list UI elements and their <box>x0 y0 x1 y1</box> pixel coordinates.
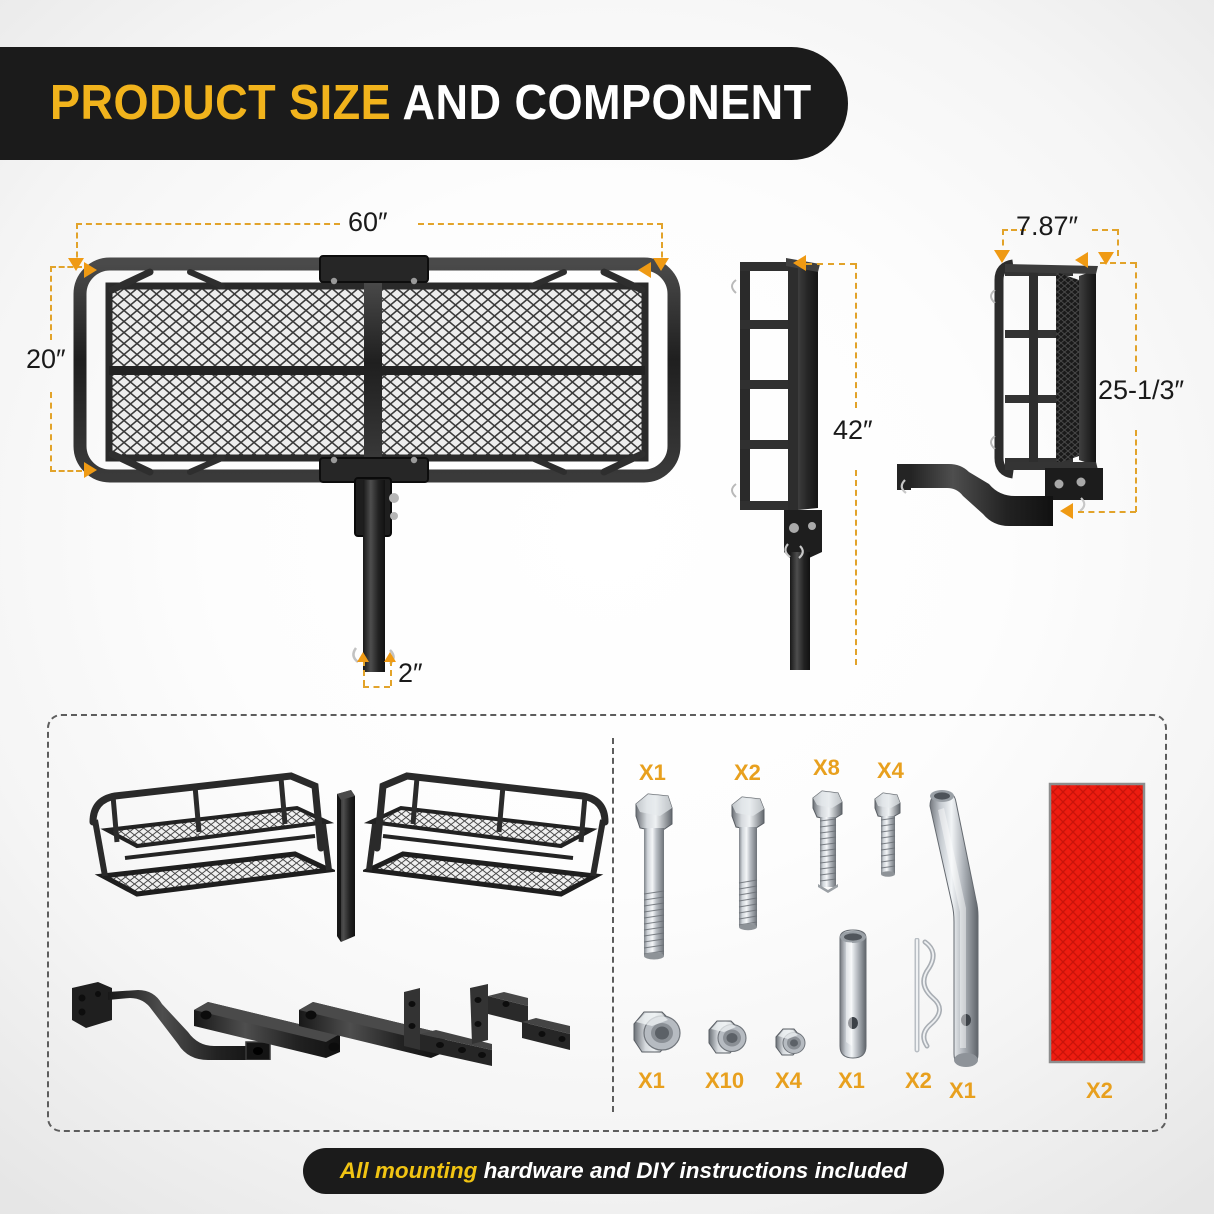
arrow-depth-right-left <box>1075 252 1088 268</box>
angle-bracket-b <box>466 984 576 1064</box>
count-hex-bolt-long: X1 <box>639 760 666 785</box>
count-flange-nut-medium: X10 <box>705 1068 745 1093</box>
dimension-label-folded: 25-1/3″ <box>1098 375 1185 405</box>
title-highlight: PRODUCT SIZE <box>50 76 392 130</box>
dimension-label-depth: 7.87″ <box>1016 211 1079 241</box>
dimension-label-width: 60″ <box>348 207 388 237</box>
panel-divider <box>612 738 614 1112</box>
arrow-shank-right-up <box>384 652 396 662</box>
arrow-width-left-down <box>68 258 84 271</box>
angle-bracket-a <box>400 988 500 1068</box>
dimension-line-width-left <box>76 223 340 225</box>
cargo-carrier-rear-view-folded <box>893 250 1133 530</box>
arrow-shank-left-up <box>357 652 369 662</box>
title-rest: AND COMPONENT <box>391 76 812 130</box>
hitch-pin-short <box>836 928 870 1060</box>
components-panel <box>47 714 1167 1132</box>
curved-shank-arm <box>68 980 273 1061</box>
basket-half-right <box>360 758 613 918</box>
count-hex-bolt-short: X8 <box>813 755 840 780</box>
flange-nut-large <box>628 1008 686 1060</box>
dimension-line-42-upper <box>855 263 857 408</box>
arrow-width-right-left <box>638 262 651 278</box>
count-hitch-pin-short: X1 <box>838 1068 865 1093</box>
dimension-line-shank-right <box>390 660 392 686</box>
arrow-folded-top-down <box>1098 252 1114 265</box>
dimension-tick-width-right <box>661 223 663 267</box>
dimension-line-height-b <box>50 392 52 472</box>
hex-bolt-short <box>808 788 848 896</box>
dimension-tick-folded-top <box>1100 262 1136 264</box>
dimension-line-width-right <box>418 223 663 225</box>
dimension-tick-height-top <box>50 266 82 268</box>
count-flange-nut-small: X4 <box>775 1068 802 1093</box>
dimension-tick-42-top <box>806 263 856 265</box>
page-title: PRODUCT SIZE AND COMPONENT <box>50 79 812 128</box>
bent-hitch-pin <box>922 788 1002 1070</box>
dimension-line-42-lower <box>855 470 857 665</box>
cargo-carrier-side-view-folded <box>726 252 866 672</box>
dimension-label-height: 20″ <box>26 344 66 374</box>
arrow-folded-bottom-left <box>1060 503 1073 519</box>
hex-bolt-medium <box>726 793 770 933</box>
red-reflector-tape <box>1048 782 1146 1064</box>
arrow-width-left-right <box>84 262 97 278</box>
dimension-line-shank-base <box>363 686 390 688</box>
dimension-tick-folded-bottom <box>1078 511 1136 513</box>
count-r-clip: X2 <box>905 1068 932 1093</box>
footer-banner: All mounting hardware and DIY instructio… <box>303 1148 944 1194</box>
dimension-tick-depth-left <box>1002 229 1004 256</box>
footer-text: All mounting hardware and DIY instructio… <box>339 1157 908 1183</box>
dimension-tick-width-left <box>76 223 78 267</box>
arrow-height-bottom-right <box>84 462 97 478</box>
dimension-line-depth-b <box>1092 229 1118 231</box>
flange-nut-medium <box>704 1017 752 1061</box>
count-flange-nut-large: X1 <box>638 1068 665 1093</box>
flange-nut-small <box>772 1026 810 1062</box>
count-hitch-pin-long: X1 <box>949 1078 976 1103</box>
count-hex-bolt-mini: X4 <box>877 758 904 783</box>
count-hex-bolt-medium: X2 <box>734 760 761 785</box>
arrow-width-right-down <box>653 258 669 271</box>
arrow-depth-left-down <box>994 250 1010 263</box>
footer-rest: hardware and DIY instructions included <box>477 1157 908 1183</box>
dimension-line-folded-lower <box>1135 430 1137 512</box>
basket-half-left <box>85 758 338 918</box>
header-banner: PRODUCT SIZE AND COMPONENT <box>0 47 848 160</box>
side-rail-tube-a <box>192 1000 347 1060</box>
count-red-reflector: X2 <box>1086 1078 1113 1103</box>
dimension-label-shank: 2″ <box>398 658 423 688</box>
dimension-line-height <box>50 266 52 340</box>
dimension-tick-height-bottom <box>50 470 82 472</box>
center-square-tube <box>333 790 359 942</box>
footer-highlight: All mounting <box>339 1157 478 1183</box>
r-clip <box>905 937 947 1060</box>
cargo-carrier-top-view <box>72 250 682 700</box>
dimension-line-folded-upper <box>1135 262 1137 372</box>
arrow-42-left <box>793 255 806 271</box>
dimension-tick-depth-right <box>1117 229 1119 256</box>
hex-bolt-long <box>630 790 678 960</box>
dimension-line-shank-left <box>363 660 365 686</box>
dimension-line-depth <box>1002 229 1026 231</box>
hex-bolt-mini <box>870 790 906 880</box>
dimension-label-42: 42″ <box>833 415 873 445</box>
